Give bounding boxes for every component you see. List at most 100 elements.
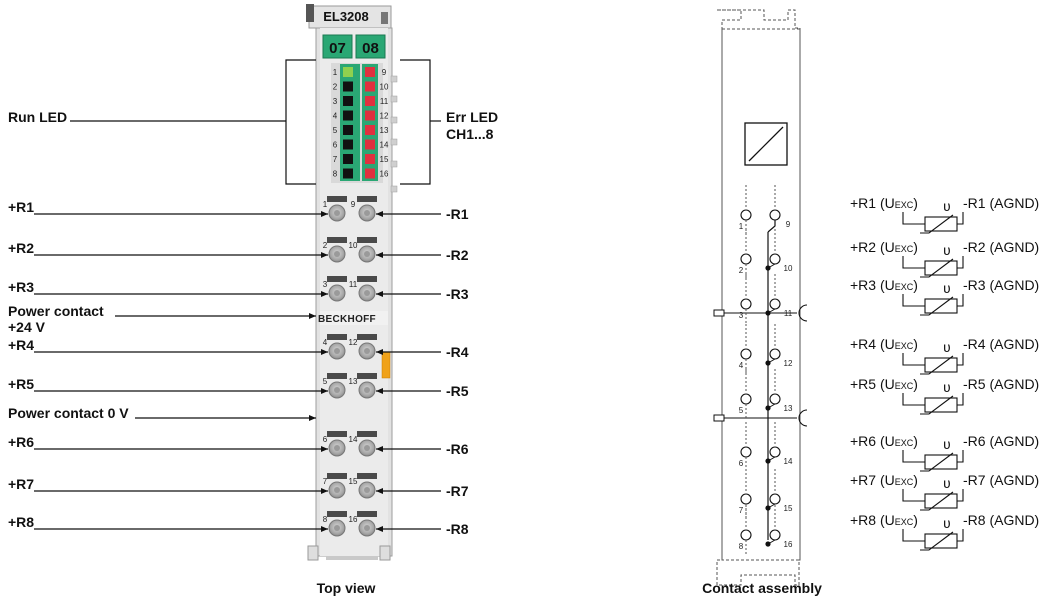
terminal-number-left: 8 (323, 515, 328, 524)
orange-release-tab (381, 351, 391, 379)
connection-row-6: +R6 (UEXC)-R6 (AGND)ʋ (850, 433, 1039, 472)
release-slot (327, 276, 347, 282)
minus-pin-label: -R1 (446, 206, 469, 222)
led-number-right: 13 (380, 126, 389, 135)
err-led-13 (365, 125, 375, 135)
connection-row-7: +R7 (UEXC)-R7 (AGND)ʋ (850, 472, 1039, 511)
plus-pin-label: +R7 (8, 476, 34, 492)
led-number-right: 12 (380, 112, 389, 121)
connection-plus-label: +R8 (UEXC) (850, 512, 918, 528)
plus-pin-label: +R1 (8, 199, 34, 215)
led-number-left: 1 (333, 68, 338, 77)
terminal-point-center (364, 348, 370, 354)
err-led-14 (365, 139, 375, 150)
terminal-point-center (364, 210, 370, 216)
terminal-number-left: 2 (323, 241, 328, 250)
connection-minus-label: -R6 (AGND) (963, 433, 1039, 449)
release-slot (357, 334, 377, 340)
minus-pin-label: -R7 (446, 483, 469, 499)
terminal-number-right: 12 (349, 338, 358, 347)
assembly-terminal-right (769, 348, 781, 360)
minus-pin-label: -R5 (446, 383, 469, 399)
plus-pin-label: +R2 (8, 240, 34, 256)
connection-plus-label: +R2 (UEXC) (850, 239, 918, 255)
terminal-number-right: 11 (349, 280, 358, 289)
terminal-number-right: 15 (349, 477, 358, 486)
assembly-terminal-left (740, 348, 752, 360)
err-led-9 (365, 67, 375, 77)
err-led-11 (365, 96, 375, 106)
terminal-point-center (334, 290, 340, 296)
led-number-right: 16 (380, 170, 389, 179)
terminal-point-center (364, 445, 370, 451)
release-slot (357, 511, 377, 517)
assembly-terminal-right (769, 393, 781, 405)
terminal-number-right: 13 (349, 377, 358, 386)
assembly-terminal-left (740, 393, 752, 405)
plus-pin-label: +R3 (8, 279, 34, 295)
run-led-4 (343, 110, 353, 121)
assembly-terminal-right (769, 446, 781, 458)
assembly-number-left: 1 (739, 222, 744, 231)
terminal-point-center (334, 210, 340, 216)
assembly-terminal-left (740, 493, 752, 505)
run-led-5 (343, 125, 353, 135)
power-contact-24v-line1: Power contact (8, 303, 104, 319)
release-slot (357, 473, 377, 479)
power-contact-24v-line2: +24 V (8, 319, 46, 335)
minus-pin-label: -R4 (446, 344, 469, 360)
led-number-right: 9 (382, 68, 387, 77)
minus-pin-label: -R6 (446, 441, 469, 457)
minus-pin-label: -R2 (446, 247, 469, 263)
assembly-number-right: 13 (784, 404, 793, 413)
temperature-symbol: ʋ (943, 339, 951, 355)
led-number-right: 10 (380, 83, 389, 92)
top-view-caption: Top view (317, 580, 376, 596)
connection-row-8: +R8 (UEXC)-R8 (AGND)ʋ (850, 512, 1039, 551)
assembly-number-left: 7 (739, 506, 744, 515)
connection-row-3: +R3 (UEXC)-R3 (AGND)ʋ (850, 277, 1039, 316)
temperature-symbol: ʋ (943, 475, 951, 491)
led-panel-side-tabs (390, 75, 398, 193)
connection-row-5: +R5 (UEXC)-R5 (AGND)ʋ (850, 376, 1039, 415)
assembly-number-right: 15 (784, 504, 793, 513)
connection-minus-label: -R7 (AGND) (963, 472, 1039, 488)
assembly-number-left: 6 (739, 459, 744, 468)
release-slot (327, 196, 347, 202)
connection-legend: +R1 (UEXC)-R1 (AGND)ʋ+R2 (UEXC)-R2 (AGND… (850, 195, 1039, 551)
assembly-terminal-left (740, 446, 752, 458)
connection-plus-label: +R3 (UEXC) (850, 277, 918, 293)
assembly-terminal-left (740, 298, 752, 310)
connection-minus-label: -R8 (AGND) (963, 512, 1039, 528)
assembly-number-left: 2 (739, 266, 744, 275)
temperature-symbol: ʋ (943, 198, 951, 214)
terminal-number-left: 7 (323, 477, 328, 486)
assembly-terminal-right (769, 298, 781, 310)
run-led-8 (343, 168, 353, 179)
led-number-left: 7 (333, 155, 338, 164)
led-number-right: 11 (380, 97, 389, 106)
led-number-left: 4 (333, 112, 338, 121)
run-led-3 (343, 96, 353, 106)
assembly-number-right: 14 (784, 457, 793, 466)
release-slot (327, 237, 347, 243)
release-slot (357, 237, 377, 243)
terminal-point-center (334, 525, 340, 531)
assembly-terminal-left (740, 253, 752, 265)
err-led-15 (365, 154, 375, 164)
minus-pin-label: -R3 (446, 286, 469, 302)
assembly-terminal-right (769, 529, 781, 541)
assembly-terminal-left (740, 529, 752, 541)
terminal-point-center (364, 251, 370, 257)
terminal-point-center (364, 290, 370, 296)
run-led-1 (343, 67, 353, 77)
led-number-right: 14 (380, 141, 389, 150)
connection-row-2: +R2 (UEXC)-R2 (AGND)ʋ (850, 239, 1039, 278)
temperature-symbol: ʋ (943, 242, 951, 258)
led-number-left: 2 (333, 83, 338, 92)
